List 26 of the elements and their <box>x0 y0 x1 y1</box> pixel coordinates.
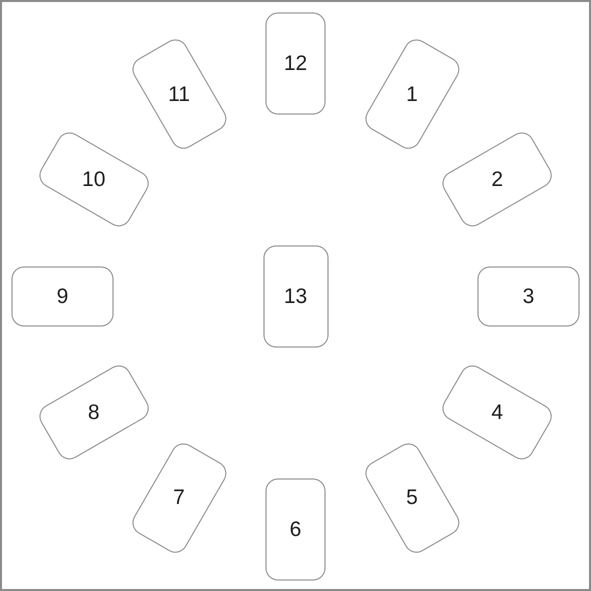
card <box>11 266 114 326</box>
card <box>132 442 226 553</box>
card-number: 11 <box>168 84 190 105</box>
card-number: 7 <box>173 487 185 508</box>
card-number: 9 <box>56 286 68 306</box>
card-number: 6 <box>290 518 302 540</box>
card <box>442 132 552 227</box>
card-number: 1 <box>406 84 418 105</box>
card <box>364 39 460 150</box>
card <box>364 442 460 553</box>
card <box>442 365 552 460</box>
card-number: 4 <box>491 402 504 423</box>
card-number: 10 <box>82 168 106 190</box>
card-number: 13 <box>284 286 308 306</box>
card <box>265 12 326 114</box>
card <box>262 244 328 348</box>
card-number: 5 <box>406 487 418 508</box>
card <box>38 132 149 227</box>
card <box>132 39 226 150</box>
card-number: 3 <box>522 286 534 306</box>
card <box>477 266 580 326</box>
card-number: 2 <box>491 168 504 190</box>
card-number: 8 <box>88 402 100 423</box>
card <box>265 478 326 580</box>
card <box>38 365 149 460</box>
card-number: 12 <box>284 52 308 74</box>
